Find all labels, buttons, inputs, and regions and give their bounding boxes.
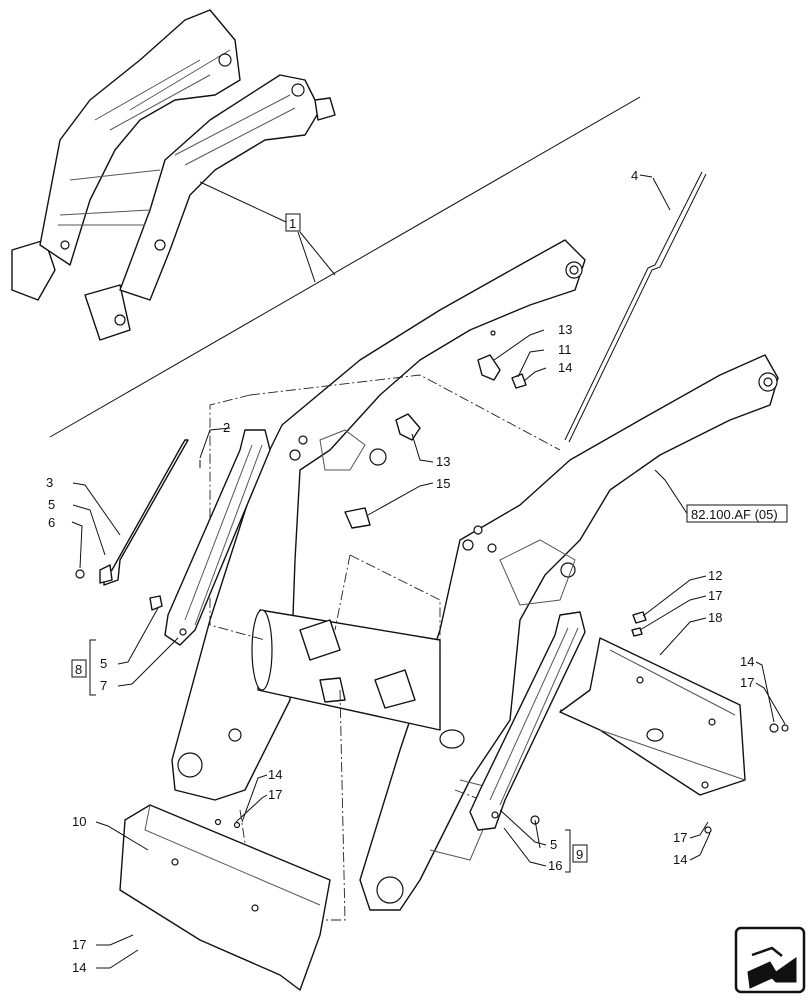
callout-8: 8 (75, 662, 82, 677)
callout-9: 9 (576, 847, 583, 862)
callout-10: 10 (72, 814, 86, 829)
callout-5b: 5 (100, 656, 107, 671)
callout-17c: 17 (268, 787, 282, 802)
separator-line (49, 96, 641, 438)
right-boom-arm (359, 354, 779, 911)
callout-1: 1 (199, 181, 336, 283)
callout-labels: 2 3 4 5 6 5 7 8 10 13 11 14 13 15 82.100… (46, 168, 788, 975)
callout-8-box: 8 (71, 659, 87, 678)
loader-overview-thumbnail (11, 9, 336, 341)
callout-14d: 14 (673, 852, 687, 867)
callout-15: 15 (436, 476, 450, 491)
callout-16: 16 (548, 858, 562, 873)
callout-9-box: 9 (572, 844, 588, 863)
cover-right (559, 637, 746, 796)
callout-2: 2 (223, 420, 230, 435)
callout-12: 12 (708, 568, 722, 583)
callout-18: 18 (708, 610, 722, 625)
reference-label: 82.100.AF (05) (691, 507, 778, 522)
callout-13b: 13 (436, 454, 450, 469)
callout-3: 3 (46, 475, 53, 490)
callout-14b: 14 (740, 654, 754, 669)
guard-left-long (164, 429, 271, 646)
callout-14e: 14 (72, 960, 86, 975)
reference-box: 82.100.AF (05) (686, 504, 788, 523)
clips-and-bolts (344, 330, 789, 834)
cover-bottom (119, 804, 331, 991)
callout-13a: 13 (558, 322, 572, 337)
callout-4: 4 (631, 168, 638, 183)
callout-1-label: 1 (289, 216, 296, 231)
callout-6: 6 (48, 515, 55, 530)
callout-11: 11 (558, 342, 572, 357)
cross-tube (228, 609, 441, 742)
callout-14c: 14 (268, 767, 282, 782)
rod-assembly-left (75, 439, 201, 611)
callout-17e: 17 (72, 937, 86, 952)
callout-5a: 5 (48, 497, 55, 512)
callout-5c: 5 (550, 837, 557, 852)
callout-17b: 17 (740, 675, 754, 690)
leader-lines (71, 174, 786, 969)
rod-part-4 (564, 171, 707, 443)
callout-14a: 14 (558, 360, 572, 375)
next-page-arrow-icon[interactable] (734, 926, 806, 994)
callout-17a: 17 (708, 588, 722, 603)
callout-7: 7 (100, 678, 107, 693)
callout-17d: 17 (673, 830, 687, 845)
guard-right-long (469, 611, 586, 831)
